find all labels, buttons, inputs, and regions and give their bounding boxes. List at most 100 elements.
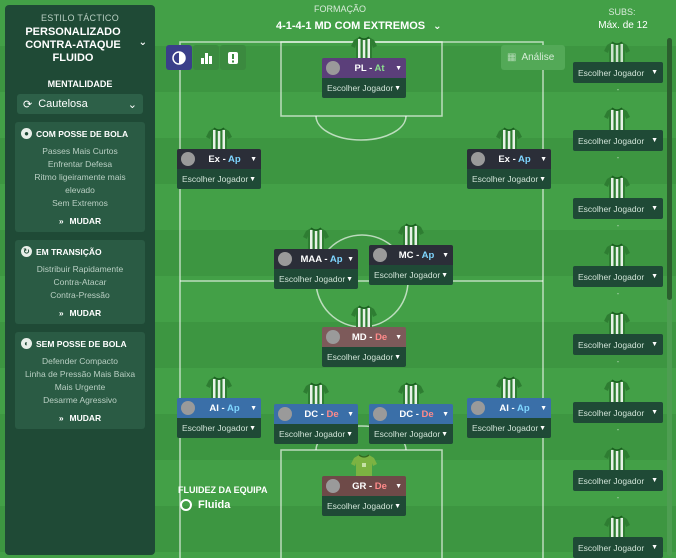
- sub-slot[interactable]: Escolher Jogador▼: [573, 266, 663, 287]
- double-chevron-right-icon: »: [58, 413, 64, 423]
- bar-chart-icon[interactable]: [193, 45, 219, 70]
- chevron-down-icon: ▼: [346, 275, 353, 283]
- position-code: GR: [352, 480, 367, 492]
- player-slot-dc-left[interactable]: DC - De ▼ Escolher Jogador▼: [274, 404, 358, 444]
- player-select[interactable]: Escolher Jogador▼: [274, 269, 358, 289]
- role-code: De: [375, 331, 388, 343]
- sub-empty: -: [616, 85, 620, 94]
- role-header[interactable]: DC - De ▼: [274, 404, 358, 424]
- player-select[interactable]: Escolher Jogador▼: [573, 198, 663, 219]
- instruction-item: Desarme Agressivo: [43, 395, 117, 405]
- player-select[interactable]: Escolher Jogador▼: [573, 266, 663, 287]
- role-code: Ap: [516, 402, 530, 414]
- team-fluidity-value: Fluida: [180, 499, 230, 511]
- chevron-down-icon[interactable]: ⌄: [138, 37, 147, 48]
- mentality-value: Cautelosa: [38, 98, 88, 110]
- sub-slot[interactable]: Escolher Jogador▼: [573, 62, 663, 83]
- instruction-item: Enfrentar Defesa: [47, 159, 113, 169]
- player-slot-ex-left[interactable]: Ex - Ap ▼ Escolher Jogador▼: [177, 149, 261, 189]
- role-header[interactable]: AI - Ap ▼: [467, 398, 551, 418]
- sub-empty: -: [616, 153, 620, 162]
- player-select[interactable]: Escolher Jogador▼: [177, 418, 261, 438]
- chevron-down-icon: ▼: [250, 404, 257, 412]
- player-slot-mc[interactable]: MC - Ap ▼ Escolher Jogador▼: [369, 245, 453, 285]
- player-slot-md[interactable]: MD - De ▼ Escolher Jogador▼: [322, 327, 406, 367]
- player-select[interactable]: Escolher Jogador▼: [573, 470, 663, 491]
- player-slot-ai-right[interactable]: AI - Ap ▼ Escolher Jogador▼: [467, 398, 551, 438]
- change-button[interactable]: »MUDAR: [21, 216, 139, 226]
- player-select-label: Escolher Jogador: [578, 203, 645, 214]
- player-select[interactable]: Escolher Jogador▼: [369, 424, 453, 444]
- instruction-item: Defender Compacto: [41, 356, 119, 366]
- subs-scrollbar-thumb[interactable]: [667, 38, 672, 300]
- player-slot-pl[interactable]: PL - At ▼ Escolher Jogador▼: [322, 58, 406, 98]
- sub-slot[interactable]: Escolher Jogador▼: [573, 470, 663, 491]
- analysis-label: Análise: [521, 52, 555, 63]
- player-select[interactable]: Escolher Jogador▼: [177, 169, 261, 189]
- player-slot-ai-left[interactable]: AI - Ap ▼ Escolher Jogador▼: [177, 398, 261, 438]
- sub-slot[interactable]: Escolher Jogador ▼: [573, 130, 663, 151]
- player-select[interactable]: Escolher Jogador▼: [573, 334, 663, 355]
- change-button[interactable]: »MUDAR: [21, 308, 139, 318]
- sub-empty: -: [616, 425, 620, 434]
- player-select-label: Escolher Jogador: [578, 135, 645, 146]
- avatar: [373, 248, 387, 262]
- subs-label: SUBS:: [608, 7, 636, 17]
- tactical-style-title[interactable]: PERSONALIZADO CONTRA-ATAQUE FLUIDO ⌄: [15, 26, 147, 65]
- player-select-label: Escolher Jogador: [472, 174, 539, 184]
- role-code: At: [374, 62, 385, 74]
- chevron-down-icon: ▼: [394, 502, 401, 510]
- sub-slot[interactable]: Escolher Jogador▼: [573, 198, 663, 219]
- player-select[interactable]: Escolher Jogador▼: [573, 537, 663, 558]
- role-code: Ap: [421, 249, 435, 261]
- role-header[interactable]: MD - De ▼: [322, 327, 406, 347]
- change-button[interactable]: »MUDAR: [21, 413, 139, 423]
- transition-icon: ↻: [21, 246, 32, 257]
- player-select[interactable]: Escolher Jogador▼: [369, 265, 453, 285]
- info-icon[interactable]: [220, 45, 246, 70]
- contrast-icon[interactable]: [166, 45, 192, 70]
- sub-slot[interactable]: Escolher Jogador▼: [573, 402, 663, 423]
- player-slot-maa[interactable]: MAA - Ap ▼ Escolher Jogador▼: [274, 249, 358, 289]
- player-select[interactable]: Escolher Jogador▼: [573, 62, 663, 83]
- player-select[interactable]: Escolher Jogador▼: [274, 424, 358, 444]
- sub-empty: -: [616, 357, 620, 366]
- chevron-down-icon: ▼: [651, 137, 658, 144]
- player-select-label: Escolher Jogador: [327, 501, 394, 511]
- role-header[interactable]: Ex - Ap ▼: [177, 149, 261, 169]
- role-header[interactable]: GR - De ▼: [322, 476, 406, 496]
- player-select[interactable]: Escolher Jogador▼: [467, 418, 551, 438]
- role-code: De: [421, 408, 434, 420]
- team-fluidity-label: FLUIDEZ DA EQUIPA: [178, 485, 268, 495]
- sub-slot[interactable]: Escolher Jogador▼: [573, 334, 663, 355]
- player-select[interactable]: Escolher Jogador▼: [573, 402, 663, 423]
- card-title: SEM POSSE DE BOLA: [36, 338, 127, 349]
- formation-dropdown[interactable]: 4-1-4-1 MD COM EXTREMOS⌄: [276, 20, 442, 32]
- role-header[interactable]: PL - At ▼: [322, 58, 406, 78]
- player-select[interactable]: Escolher Jogador ▼: [573, 130, 663, 151]
- card-title: COM POSSE DE BOLA: [36, 128, 129, 139]
- mentality-label: MENTALIDADE: [47, 79, 113, 89]
- player-select[interactable]: Escolher Jogador▼: [322, 78, 406, 98]
- change-label: MUDAR: [69, 216, 102, 226]
- role-header[interactable]: DC - De ▼: [369, 404, 453, 424]
- analysis-button[interactable]: ▦ Análise: [501, 45, 565, 70]
- role-header[interactable]: Ex - Ap ▼: [467, 149, 551, 169]
- chevron-down-icon: ▼: [651, 69, 658, 76]
- role-header[interactable]: MC - Ap ▼: [369, 245, 453, 265]
- player-select[interactable]: Escolher Jogador▼: [467, 169, 551, 189]
- role-header[interactable]: AI - Ap ▼: [177, 398, 261, 418]
- player-slot-gr[interactable]: GR - De ▼ Escolher Jogador▼: [322, 476, 406, 516]
- player-slot-dc-right[interactable]: DC - De ▼ Escolher Jogador▼: [369, 404, 453, 444]
- player-select-label: Escolher Jogador: [578, 407, 645, 418]
- player-select-label: Escolher Jogador: [279, 429, 346, 439]
- player-select[interactable]: Escolher Jogador▼: [322, 347, 406, 367]
- chevron-down-icon: ▼: [346, 430, 353, 438]
- top-penalty-arc: [315, 115, 407, 141]
- role-header[interactable]: MAA - Ap ▼: [274, 249, 358, 269]
- player-select[interactable]: Escolher Jogador▼: [322, 496, 406, 516]
- player-slot-ex-right[interactable]: Ex - Ap ▼ Escolher Jogador▼: [467, 149, 551, 189]
- change-label: MUDAR: [69, 308, 102, 318]
- mentality-dropdown[interactable]: ⟳ Cautelosa ⌄: [17, 94, 143, 114]
- sub-slot[interactable]: Escolher Jogador▼: [573, 537, 663, 558]
